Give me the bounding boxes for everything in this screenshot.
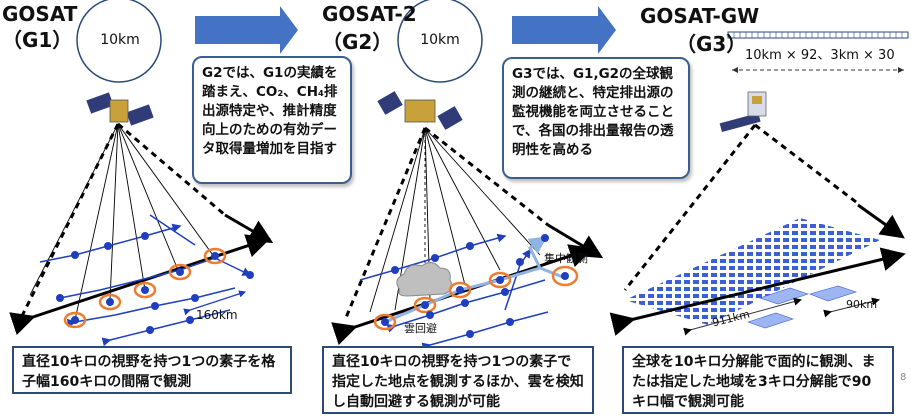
page-number: 8 <box>900 372 907 383</box>
g3-pixel-label: 10km × 92、3km × 30 <box>745 48 895 63</box>
g1-scan-rays <box>29 123 216 321</box>
g2-orange-rings <box>373 265 579 331</box>
g3-code: （G3） <box>676 32 747 56</box>
g1-observation-points <box>56 232 254 334</box>
g2-satellite-icon <box>377 91 463 130</box>
g2-dashed-ray-right <box>424 126 549 227</box>
g1-dashed-ray-right <box>117 122 226 217</box>
g3-small-swath-dimension <box>823 297 880 318</box>
g1-code: （G1） <box>2 28 73 52</box>
g1-cross-track-arrow <box>224 213 274 244</box>
g1-spacing-dimension <box>183 290 247 316</box>
g3-title: GOSAT-GW <box>640 4 760 28</box>
g3-dashed-ray-left <box>623 124 757 291</box>
g2-focus-label: 集中観測 <box>544 252 588 265</box>
g1-orange-rings <box>63 247 227 329</box>
g2-cloud-label: 雲回避 <box>404 322 437 335</box>
g1-title: GOSAT <box>2 2 78 26</box>
g2-fov-label: 10km <box>420 32 460 48</box>
g3-callout: G3では、G1,G2の全球観測の継続と、特定排出源の監視機能を両立させることで、… <box>502 57 690 179</box>
g2-code: （G2） <box>322 30 393 54</box>
g2-description: 直径10キロの視野を持つ1つの素子で指定した地点を観測するほか、雲を検知し自動回… <box>322 346 594 414</box>
g3-dashed-ray-right <box>754 123 861 207</box>
g3-description: 全球を10キロ分解能で面的に観測、または指定した地域を3キロ分解能で90キロ幅で… <box>622 346 894 414</box>
g1-fov-label: 10km <box>100 32 140 48</box>
g1-fov-circle <box>76 0 162 83</box>
progress-arrow-2 <box>512 6 616 54</box>
cloud-icon <box>396 262 453 297</box>
g2-title: GOSAT-2 <box>322 2 417 26</box>
g3-ground-track-arrow <box>609 247 906 336</box>
g1-ground-track-arrow <box>9 234 271 336</box>
g1-description: 直径10キロの視野を持つ1つの素子を格子幅160キロの間隔で観測 <box>12 346 292 394</box>
g2-dashed-ray-left <box>343 127 427 321</box>
g2-observation-points <box>381 234 569 338</box>
g2-light-paths <box>384 236 566 324</box>
g3-small-swath-label: 90km <box>846 298 878 311</box>
g1-satellite-icon <box>86 92 154 126</box>
g1-dashed-ray-left <box>18 123 120 321</box>
progress-arrow-1 <box>195 6 298 54</box>
g2-fov-circle <box>397 0 483 83</box>
g3-swath-dimension <box>683 297 802 336</box>
g2-callout: G2では、G1の実績を踏まえ、CO₂、CH₄排出源特定や、推計精度向上のための有… <box>192 56 352 184</box>
g3-satellite-icon <box>719 91 767 133</box>
g3-cross-track-arrow <box>857 203 905 239</box>
g1-spacing-label: 160km <box>196 308 238 322</box>
